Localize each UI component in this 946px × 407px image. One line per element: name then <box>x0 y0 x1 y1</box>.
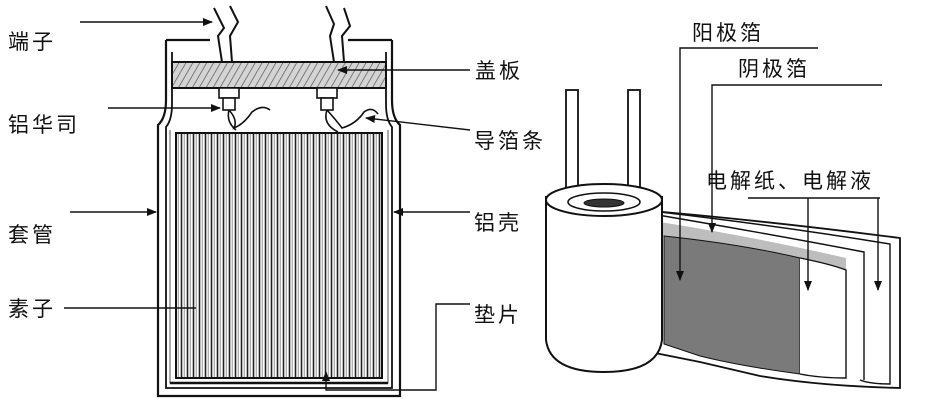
unwound-element <box>545 89 901 389</box>
label-cover-plate: 盖板 <box>475 59 523 83</box>
label-cathode-foil: 阴极箔 <box>738 57 810 81</box>
paper-layer-1 <box>659 211 891 385</box>
paper-layer-2 <box>651 213 865 380</box>
label-anode-foil: 阳极箔 <box>692 21 764 45</box>
leader-gasket <box>322 303 470 391</box>
roll-body <box>545 196 663 374</box>
sleeve-outline <box>156 40 402 398</box>
leader-lines-right <box>676 47 882 291</box>
aluminum-rivet-right <box>316 87 338 111</box>
cover-plate <box>171 61 387 89</box>
label-element: 素子 <box>8 297 56 321</box>
leader-anode-foil <box>676 47 818 281</box>
label-aluminum-shell: 铝壳 <box>474 211 522 235</box>
label-gasket: 垫片 <box>474 303 522 327</box>
leader-guide-foil <box>365 115 471 131</box>
leader-lines-left <box>64 18 471 391</box>
aluminum-shell-outline <box>165 52 393 389</box>
roll-core-inner <box>583 198 625 208</box>
guide-foil-strip <box>227 106 379 133</box>
roll-core <box>567 192 641 212</box>
label-terminal: 端子 <box>8 30 56 54</box>
label-guide-foil-strip: 导箔条 <box>474 129 546 153</box>
lead-tab-left <box>565 89 579 201</box>
label-paper-electrolyte: 电解纸、电解液 <box>706 169 874 193</box>
sheet-inner-edge <box>799 257 847 379</box>
leader-cathode-foil <box>708 84 882 233</box>
terminal-left <box>213 5 240 63</box>
label-aluminum-rivet: 铝华司 <box>8 113 80 137</box>
capacitor-cross-section <box>156 5 402 398</box>
label-sleeve: 套管 <box>8 223 56 247</box>
capacitor-element <box>175 132 383 379</box>
terminal-right <box>325 5 352 63</box>
lead-tab-right <box>627 89 641 201</box>
aluminum-rivet-left <box>218 87 240 111</box>
